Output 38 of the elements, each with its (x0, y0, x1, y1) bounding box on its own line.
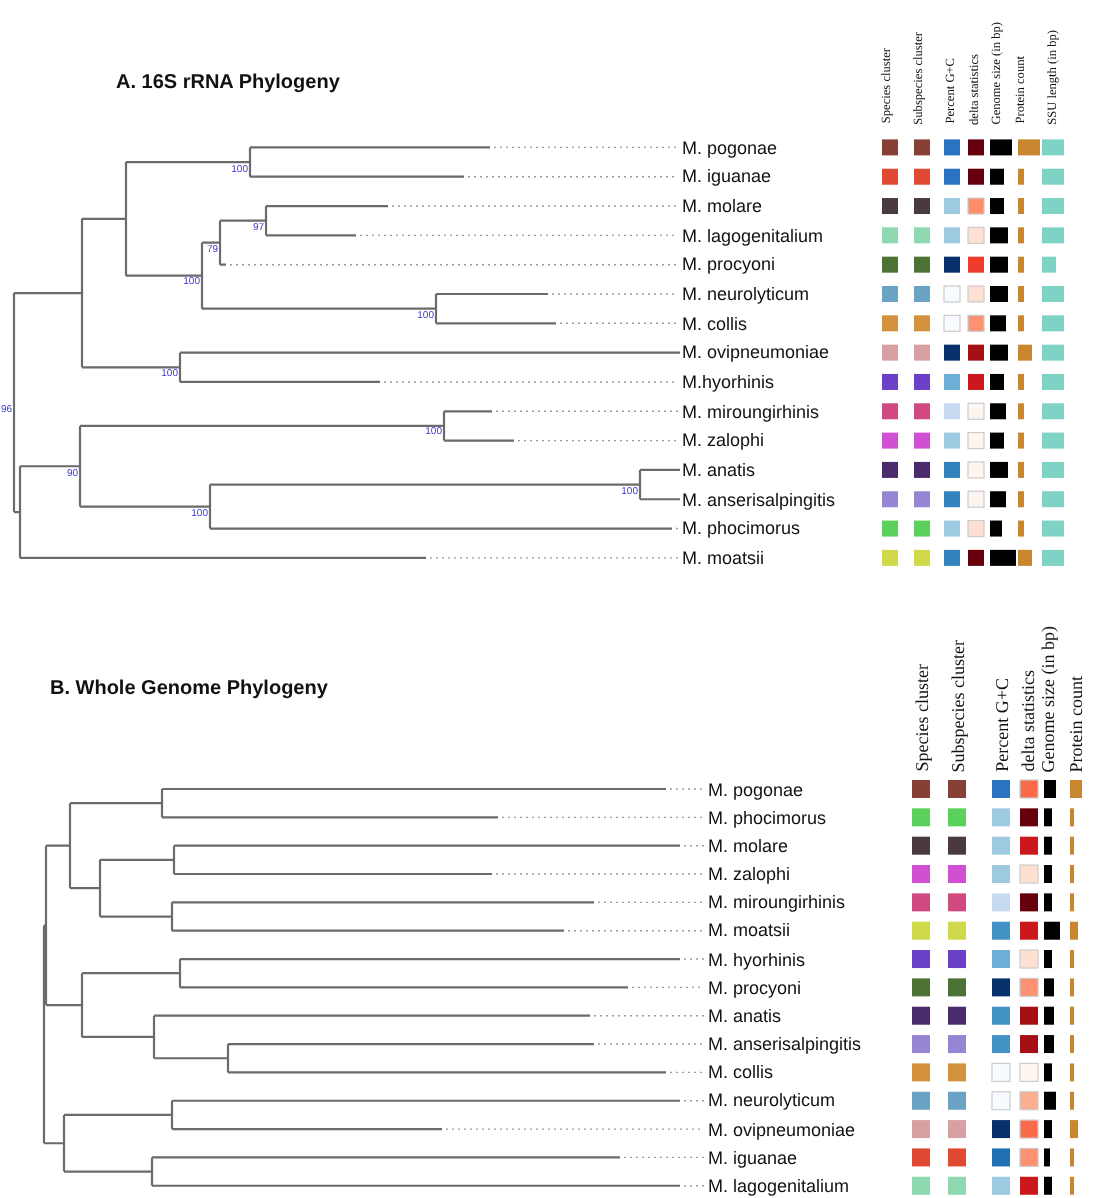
column-header: Subspecies cluster (948, 639, 968, 772)
species-name: M. miroungirhinis (682, 401, 820, 422)
species-name: M. ovipneumoniae (708, 1119, 856, 1140)
column-header: Percent G+C (992, 678, 1012, 772)
species-name: M. iguanae (708, 1147, 798, 1168)
species-name: M. anserisalpingitis (708, 1034, 862, 1055)
species-name: M. pogonae (682, 137, 778, 158)
panel-title: B. Whole Genome Phylogeny (50, 678, 328, 700)
species-name: M. anserisalpingitis (682, 489, 836, 510)
species-name: M. procyoni (682, 254, 776, 275)
species-name: M. procyoni (708, 977, 802, 998)
species-name: M. neurolyticum (708, 1090, 836, 1111)
species-name: M. anatis (708, 1005, 782, 1026)
species-name: M. moatsii (708, 920, 791, 941)
species-name: M. ovipneumoniae (682, 342, 830, 363)
species-name: M. hyorhinis (708, 949, 806, 970)
species-name: M.hyorhinis (682, 371, 775, 392)
column-header: delta statistics (1018, 670, 1038, 772)
species-name: M. neurolyticum (682, 284, 810, 304)
column-header: Protein count (1066, 675, 1086, 772)
species-name: M. moatsii (682, 547, 765, 568)
species-name: M. iguanae (682, 166, 772, 187)
column-header: Species cluster (912, 664, 932, 772)
species-name: M. molare (682, 196, 763, 217)
species-name: M. molare (708, 835, 789, 856)
species-name: M. phocimorus (682, 518, 801, 539)
species-name: M. collis (682, 313, 748, 334)
species-name: M. collis (708, 1062, 774, 1083)
panel-title: A. 16S rRNA Phylogeny (116, 72, 340, 94)
species-name: M. anatis (682, 459, 756, 480)
species-name: M. zalophi (708, 864, 791, 884)
species-name: M. miroungirhinis (708, 892, 846, 913)
species-name: M. phocimorus (708, 807, 827, 828)
column-header: Genome size (in bp) (1038, 625, 1058, 772)
species-name: M. zalophi (682, 430, 765, 451)
species-name: M. lagogenitalium (708, 1175, 850, 1196)
species-name: M. lagogenitalium (682, 225, 824, 246)
species-name: M. pogonae (708, 779, 804, 799)
